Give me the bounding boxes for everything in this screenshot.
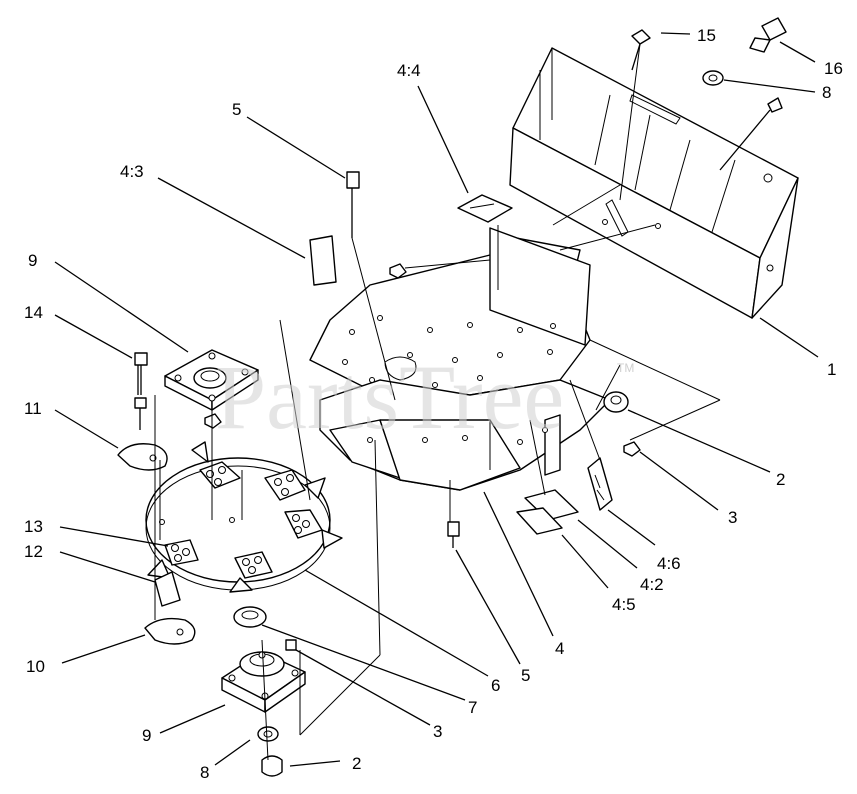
part-4-5-plate <box>516 507 563 535</box>
callout-4-6: 4:6 <box>657 554 681 573</box>
watermark-text: PartsTree <box>215 346 564 448</box>
callout-1: 1 <box>827 360 836 379</box>
callout-9-lower: 9 <box>142 726 151 745</box>
watermark-tm: TM <box>617 361 634 375</box>
part-4-6-decal <box>587 457 613 511</box>
callout-6: 6 <box>491 676 500 695</box>
callout-8-lower: 8 <box>200 763 209 782</box>
callout-11: 11 <box>24 399 42 418</box>
part-5-bolt-upper <box>346 171 360 238</box>
part-1-frame-guard <box>509 47 799 319</box>
partstree-watermark: PartsTree TM <box>215 346 634 448</box>
callout-8: 8 <box>822 83 831 102</box>
callout-3-lower: 3 <box>433 722 442 741</box>
part-12-bracket <box>154 571 181 607</box>
callout-7: 7 <box>468 698 477 717</box>
alignment-lines <box>154 43 721 761</box>
part-10-bracket <box>144 617 196 645</box>
callout-2-lower: 2 <box>352 754 361 773</box>
part-4-4-plate <box>457 194 513 223</box>
callout-3: 3 <box>728 508 737 527</box>
callout-4-3: 4:3 <box>120 162 144 181</box>
callout-5: 5 <box>232 100 241 119</box>
part-4-3-decal <box>309 235 337 286</box>
leader-lines <box>54 32 819 767</box>
part-16-bolt <box>749 17 787 53</box>
callout-5-lower: 5 <box>521 666 530 685</box>
part-3-nut-lower <box>285 639 297 651</box>
callout-15: 15 <box>697 26 716 45</box>
part-2-spacer-upper <box>603 391 629 413</box>
part-small-bolt-right <box>719 97 783 171</box>
callout-13: 13 <box>24 517 43 536</box>
callout-4-4: 4:4 <box>397 61 421 80</box>
part-2-spacer-lower <box>261 755 283 777</box>
callout-9: 9 <box>28 251 37 270</box>
callout-14: 14 <box>24 303 43 322</box>
part-9-upper-bearing <box>164 349 259 411</box>
callout-labels: 15 16 8 4:4 5 4:3 9 14 11 1 2 3 13 12 4:… <box>24 26 843 782</box>
part-14-bolt <box>134 352 148 395</box>
part-7-seal <box>233 606 267 628</box>
part-4-deck-plate <box>309 227 611 491</box>
part-6-rotor-disc <box>145 441 343 593</box>
callout-4-5: 4:5 <box>612 595 636 614</box>
part-5-bolt-lower <box>447 521 460 548</box>
part-nut-mid <box>204 413 222 429</box>
part-14-bolt-lower <box>134 397 147 430</box>
part-8-washer-lower <box>257 726 279 742</box>
part-8-washer-upper <box>702 70 724 86</box>
callout-4: 4 <box>555 639 564 658</box>
callout-12: 12 <box>24 542 43 561</box>
callout-2: 2 <box>776 470 785 489</box>
callout-4-2: 4:2 <box>640 575 664 594</box>
part-nut-top <box>389 263 407 279</box>
part-3-nut-upper <box>623 441 641 457</box>
part-15-bolt <box>631 29 651 71</box>
callout-10: 10 <box>26 657 45 676</box>
callout-16: 16 <box>824 59 843 78</box>
